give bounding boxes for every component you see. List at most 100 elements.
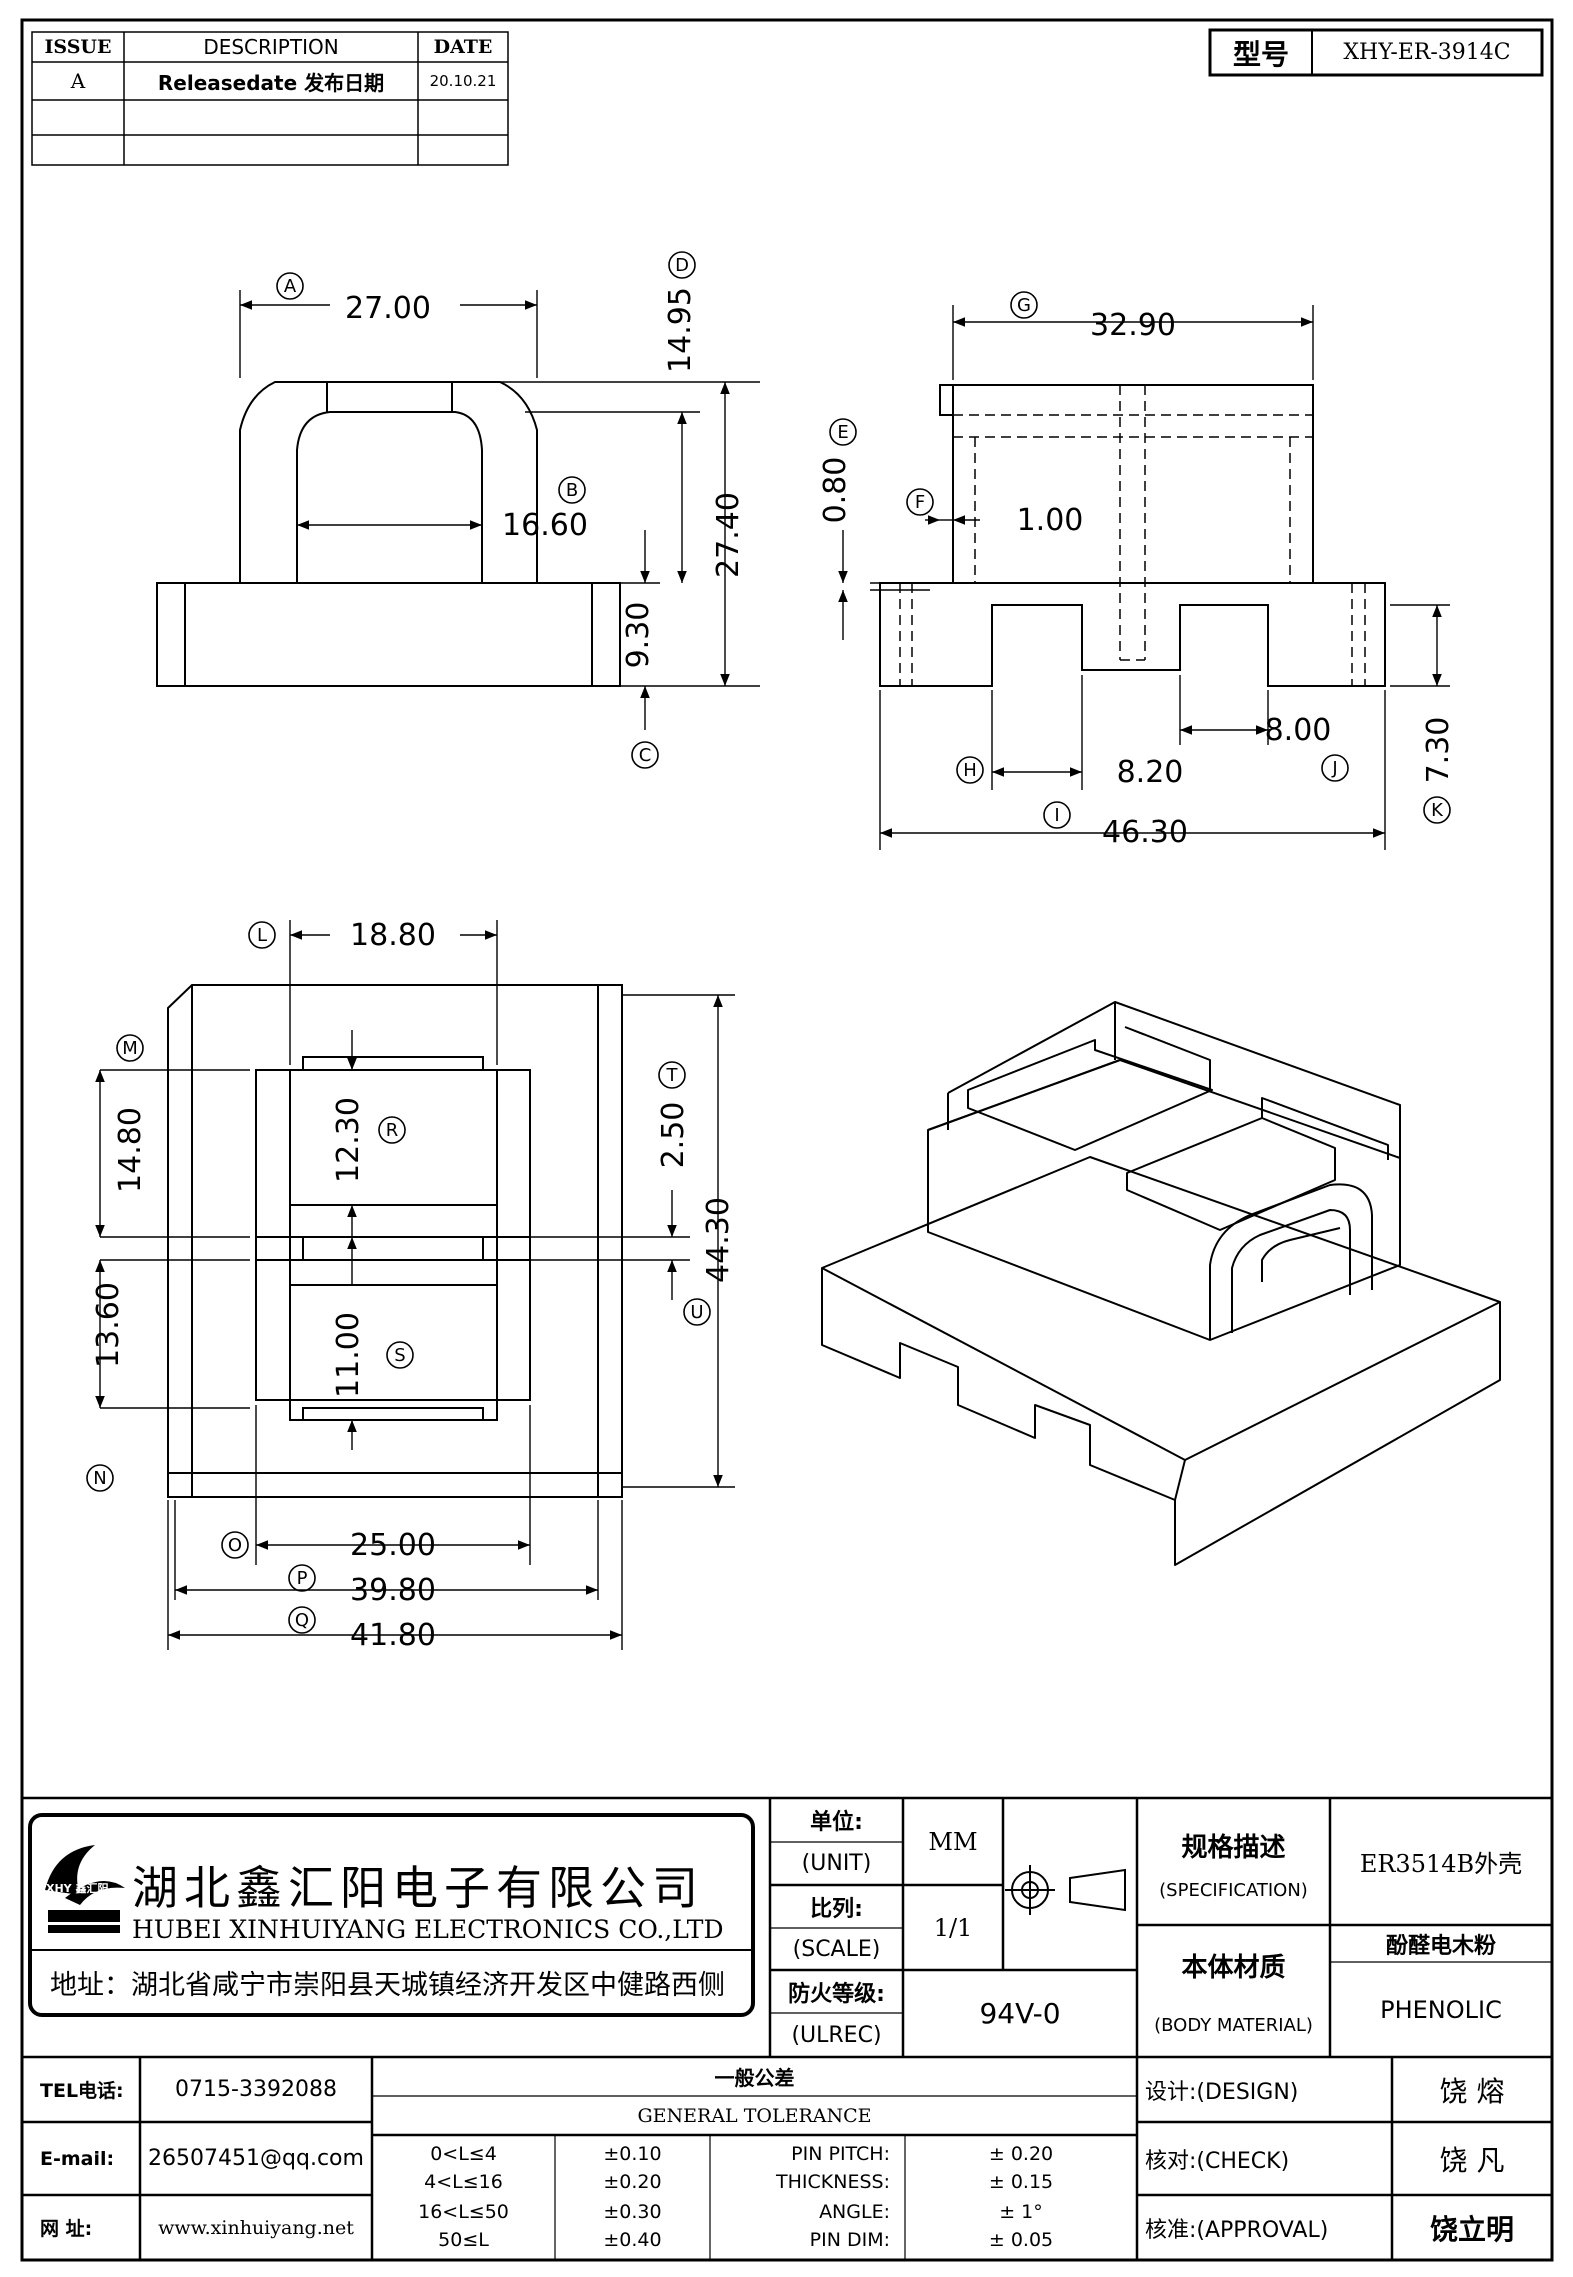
dim-D2: 27.40 (711, 492, 746, 578)
dim-U: 44.30 (701, 1197, 736, 1283)
web-value: www.xinhuiyang.net (158, 2216, 354, 2239)
projection-symbol-icon (1005, 1865, 1126, 1915)
balloon-U: U (690, 1302, 703, 1323)
spec-en: (SPECIFICATION) (1159, 1879, 1308, 1901)
spec-cn: 规格描述 (1181, 1832, 1286, 1863)
tol-value-2: ±0.20 (603, 2171, 662, 2193)
design-label: 设计:(DESIGN) (1145, 2079, 1299, 2105)
tol-other-name-3: ANGLE: (819, 2201, 890, 2223)
dim-D: 14.95 (663, 287, 698, 373)
front-view-dims (239, 290, 760, 730)
tol-other-name-2: THICKNESS: (776, 2171, 890, 2193)
material-value-cn: 酚醛电木粉 (1385, 1933, 1496, 1959)
side-view-hidden (899, 385, 1366, 686)
material-cn: 本体材质 (1181, 1952, 1286, 1983)
dim-C: 9.30 (621, 602, 656, 669)
approval-name: 饶立明 (1429, 2212, 1514, 2246)
tol-other-name-1: PIN PITCH: (791, 2143, 890, 2165)
balloon-J: J (1331, 758, 1337, 779)
dim-N: 13.60 (91, 1282, 126, 1368)
balloon-N: N (93, 1468, 106, 1489)
material-value-en: PHENOLIC (1380, 1996, 1502, 2024)
side-view-dims (838, 305, 1450, 850)
tol-other-name-4: PIN DIM: (809, 2229, 890, 2251)
email-label: E-mail: (40, 2147, 115, 2170)
model-box (1208, 28, 1544, 77)
dim-L: 18.80 (350, 918, 436, 953)
dim-M: 14.80 (113, 1107, 148, 1193)
balloon-M: M (122, 1038, 138, 1059)
tol-value-3: ±0.30 (603, 2201, 662, 2223)
fire-value: 94V-0 (979, 1997, 1061, 2030)
rev-header-description: DESCRIPTION (203, 35, 339, 59)
tol-range-4: 50≤L (438, 2229, 489, 2251)
check-label: 核对:(CHECK) (1145, 2148, 1290, 2174)
top-view-dims (95, 920, 735, 1650)
rev-description: Releasedate 发布日期 (157, 70, 385, 95)
tol-other-value-3: ± 1° (999, 2201, 1043, 2223)
balloon-D: D (675, 255, 689, 276)
address-frame (28, 1813, 755, 2017)
balloon-T: T (666, 1065, 679, 1086)
dim-Q: 41.80 (350, 1618, 436, 1653)
logo-text: XHY 鑫汇阳 (46, 1882, 109, 1895)
dim-O: 25.00 (350, 1528, 436, 1563)
balloon-R: R (386, 1120, 399, 1141)
tolerance-title-cn: 一般公差 (714, 2066, 795, 2090)
balloon-C: C (639, 745, 652, 766)
model-value: XHY-ER-3914C (1343, 40, 1511, 65)
dim-F: 1.00 (1017, 503, 1084, 538)
design-name: 饶 熔 (1439, 2074, 1505, 2108)
web-label: 网 址: (40, 2218, 93, 2240)
unit-value: MM (928, 1827, 978, 1856)
scale-cn: 比列: (810, 1896, 863, 1922)
balloon-A: A (284, 276, 297, 297)
dim-I: 46.30 (1102, 815, 1188, 850)
tol-range-2: 4<L≤16 (424, 2171, 503, 2193)
dim-H: 8.20 (1117, 755, 1184, 790)
sheet-border (20, 18, 1554, 2262)
balloon-Q: Q (295, 1610, 309, 1631)
scale-en: (SCALE) (792, 1936, 881, 1962)
company-address: 地址：湖北省咸宁市崇阳县天城镇经济开发区中健路西侧 (50, 1970, 725, 2001)
balloon-F: F (915, 492, 925, 513)
balloon-P: P (297, 1568, 308, 1589)
check-name: 饶 凡 (1439, 2143, 1505, 2177)
tol-range-3: 16<L≤50 (418, 2201, 509, 2223)
balloon-E: E (837, 422, 848, 443)
balloon-S: S (394, 1345, 405, 1366)
dim-R: 12.30 (331, 1097, 366, 1183)
tol-other-value-2: ± 0.15 (988, 2171, 1054, 2193)
company-name-cn: 湖北鑫汇阳电子有限公司 (132, 1861, 704, 1915)
revision-table (31, 31, 509, 166)
tol-other-value-1: ± 0.20 (988, 2143, 1054, 2165)
tol-value-1: ±0.10 (603, 2143, 662, 2165)
dim-T: 2.50 (656, 1102, 691, 1169)
unit-cn: 单位: (810, 1810, 863, 1835)
dim-J: 8.00 (1265, 713, 1332, 748)
dim-E: 0.80 (818, 457, 853, 524)
dim-K: 7.30 (1421, 717, 1456, 784)
balloon-L: L (257, 925, 267, 946)
tol-range-1: 0<L≤4 (430, 2143, 497, 2165)
company-name-en: HUBEI XINHUIYANG ELECTRONICS CO.,LTD (132, 1914, 724, 1944)
balloon-I: I (1054, 805, 1059, 826)
unit-en: (UNIT) (801, 1851, 872, 1876)
tol-other-value-4: ± 0.05 (988, 2229, 1054, 2251)
balloon-B: B (566, 480, 578, 501)
dim-S: 11.00 (331, 1312, 366, 1398)
material-en: (BODY MATERIAL) (1154, 2014, 1313, 2036)
scale-value: 1/1 (933, 1913, 973, 1942)
balloon-H: H (963, 760, 977, 781)
rev-date: 20.10.21 (429, 72, 497, 90)
tolerance-title-en: GENERAL TOLERANCE (637, 2104, 872, 2127)
balloons (86, 251, 1451, 1634)
rev-header-issue: ISSUE (44, 36, 112, 58)
title-block-thin-lines (372, 1841, 1552, 2260)
balloon-K: K (1431, 800, 1444, 821)
balloon-G: G (1017, 295, 1031, 316)
spec-value: ER3514B外壳 (1359, 1850, 1523, 1878)
tel-label: TEL电话: (40, 2080, 124, 2102)
fire-en: (ULREC) (791, 2022, 882, 2048)
